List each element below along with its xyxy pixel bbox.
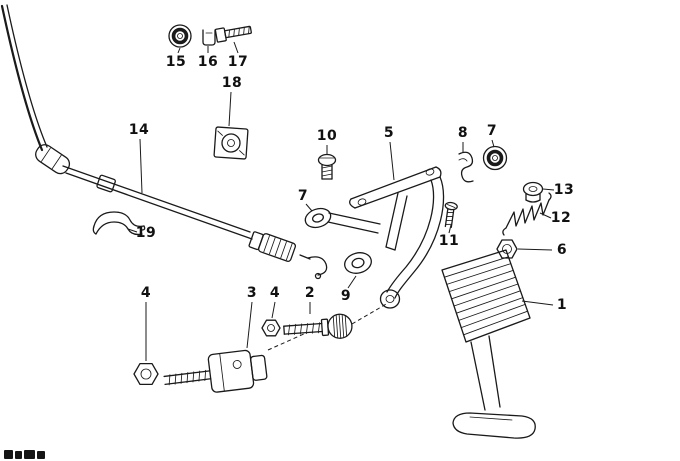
- part-label-14-4: 14: [128, 122, 150, 138]
- part-7-grommet-right: [482, 145, 508, 171]
- part-label-7-8: 7: [486, 123, 498, 139]
- part-19-cable-clip: [92, 211, 146, 236]
- corner-watermark: [4, 450, 45, 459]
- part-9-grommet: [344, 252, 372, 274]
- part-label-11-13: 11: [438, 233, 460, 249]
- part-8-spring-clip: [458, 151, 474, 183]
- part-label-13-11: 13: [553, 182, 575, 198]
- part-15-grommet: [168, 24, 192, 48]
- part-label-5-6: 5: [383, 125, 395, 141]
- part-4-nut-right: [261, 319, 281, 337]
- part-label-19-10: 19: [135, 225, 157, 241]
- part-17-bolt: [214, 25, 252, 43]
- part-label-17-2: 17: [227, 54, 249, 70]
- part-2-knurled-bolt: [283, 313, 353, 339]
- part-10-screw: [317, 153, 337, 180]
- part-14-throttle-cable: [0, 4, 328, 280]
- part-label-16-1: 16: [197, 54, 219, 70]
- part-label-18-3: 18: [221, 75, 243, 91]
- part-label-7-9: 7: [297, 188, 309, 204]
- part-label-4-19: 4: [269, 285, 281, 301]
- leader-lines: [127, 41, 555, 361]
- part-label-1-16: 1: [556, 297, 568, 313]
- part-label-2-20: 2: [304, 285, 316, 301]
- part-label-6-14: 6: [556, 242, 568, 258]
- part-11-pin-screw: [444, 201, 458, 228]
- part-4-nut-left: [133, 362, 159, 386]
- part-1-accelerator-pedal: [441, 249, 536, 439]
- part-label-15-0: 15: [165, 54, 187, 70]
- part-label-9-15: 9: [340, 288, 352, 304]
- part-12-return-spring: [502, 192, 552, 236]
- part-label-10-5: 10: [316, 128, 338, 144]
- part-7-grommet-left: [304, 207, 332, 229]
- part-label-8-7: 8: [457, 125, 469, 141]
- part-label-3-18: 3: [246, 285, 258, 301]
- pivot-rod: [327, 212, 381, 234]
- part-18-holder-block: [213, 126, 249, 160]
- part-16-clip: [202, 29, 216, 46]
- part-label-4-17: 4: [140, 285, 152, 301]
- part-13-push-nut: [522, 181, 544, 203]
- part-label-12-12: 12: [550, 210, 572, 226]
- part-5-bracket: [349, 166, 445, 309]
- part-3-adjuster-body: [163, 349, 268, 393]
